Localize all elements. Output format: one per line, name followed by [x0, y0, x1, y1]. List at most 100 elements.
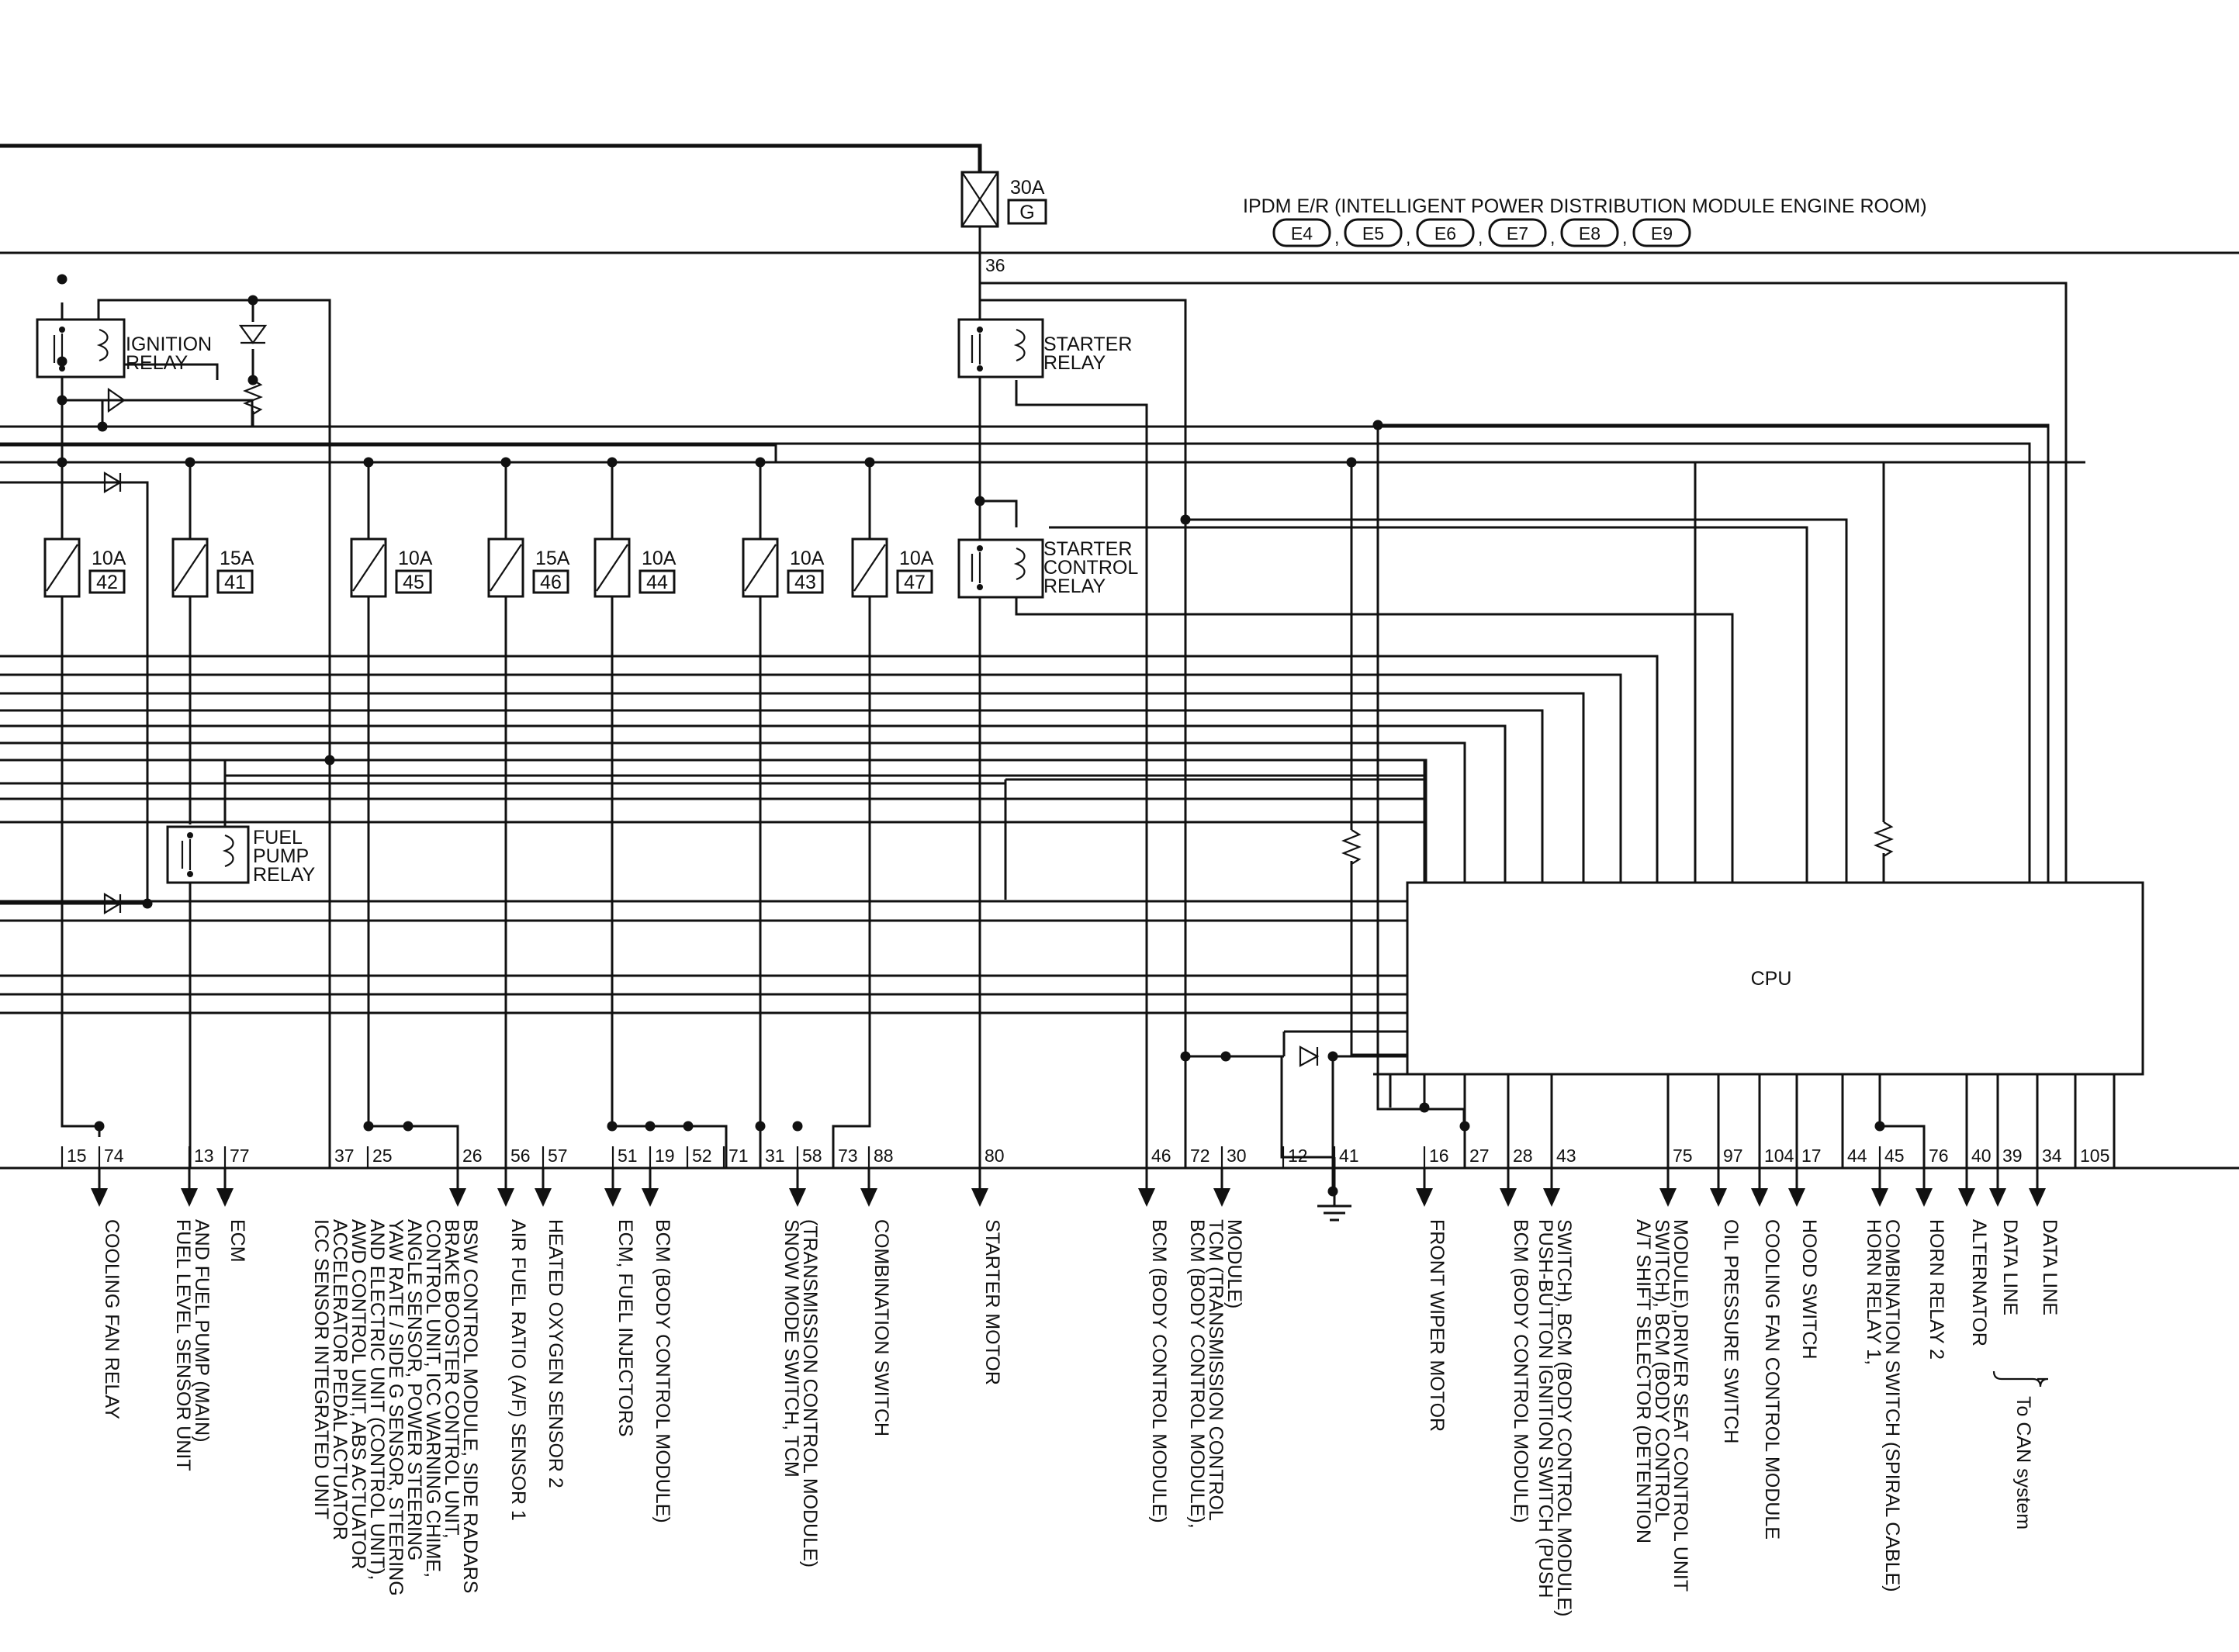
fuse-id: 44 [646, 572, 668, 593]
destination-label: HEATED OXYGEN SENSOR 2 [545, 1219, 566, 1488]
junction-dot [57, 274, 67, 285]
junction-dot [1874, 1121, 1885, 1132]
destination-label: HOOD SWITCH [1798, 1219, 1820, 1360]
pin-number: 75 [1673, 1146, 1693, 1166]
junction-dot [57, 395, 67, 406]
connector-separator: , [1334, 227, 1339, 247]
connector-pill: E5, [1344, 218, 1410, 247]
junction-dot [1327, 1051, 1338, 1062]
pin-number: 28 [1513, 1146, 1533, 1166]
junction-dot [185, 457, 196, 468]
pin-number: 17 [1801, 1146, 1822, 1166]
destination-label: ECM, FUEL INJECTORS [614, 1219, 636, 1437]
fuse-rating: 15A [220, 548, 254, 569]
destination-label: BCM (BODY CONTROL MODULE) [1148, 1219, 1170, 1523]
junction-dot [403, 1121, 414, 1132]
destination-label: STARTER MOTOR [981, 1219, 1003, 1385]
pin-number: 104 [1764, 1146, 1794, 1166]
destination-label: COMBINATION SWITCH [870, 1219, 892, 1436]
junction-dot [142, 898, 153, 909]
destination-labels: COOLING FAN RELAY FUEL LEVEL SENSOR UNITA… [91, 1168, 2061, 1617]
destination-label: BCM (BODY CONTROL MODULE) [652, 1219, 673, 1523]
connector-list: E4,E5,E6,E7,E8,E9 [1272, 218, 1691, 247]
can-system-note: To CAN system [1992, 1370, 2049, 1529]
junction-dot [645, 1121, 656, 1132]
can-system-label: To CAN system [2012, 1396, 2034, 1529]
destination: COMBINATION SWITCH [860, 1168, 892, 1436]
destination: HEATED OXYGEN SENSOR 2 [535, 1168, 566, 1488]
destination-label: FUEL LEVEL SENSOR UNITAND FUEL PUMP (MAI… [172, 1219, 213, 1471]
destination: ICC SENSOR INTEGRATED UNITACCELERATOR PE… [310, 1168, 481, 1596]
destination-label: HORN RELAY 1,COMBINATION SWITCH (SPIRAL … [1863, 1219, 1903, 1592]
pin-number: 52 [692, 1146, 712, 1166]
fuse-rating: 10A [398, 548, 433, 569]
junction-dot [607, 1121, 618, 1132]
destination: HORN RELAY 2 [1915, 1168, 1947, 1360]
pin-number: 41 [1339, 1146, 1359, 1166]
connector-pill: E6, [1416, 218, 1483, 247]
junction-dot [1220, 1051, 1231, 1062]
pin-number: 13 [194, 1146, 214, 1166]
junction-dot [755, 457, 766, 468]
pin-number: 34 [2042, 1146, 2062, 1166]
diode-cpu [1299, 1045, 1320, 1067]
junction-dot [1419, 1102, 1430, 1113]
destination: HOOD SWITCH [1788, 1168, 1820, 1360]
connector-id: E8 [1579, 223, 1601, 244]
pin-number: 40 [1971, 1146, 1992, 1166]
connector-pill: E7, [1488, 218, 1555, 247]
fuse-id: 41 [224, 572, 246, 593]
pin-number: 97 [1723, 1146, 1743, 1166]
junction-dot [792, 1121, 803, 1132]
junction-dot [864, 457, 875, 468]
junction-dot [1180, 1051, 1191, 1062]
junction-dot [94, 1121, 105, 1132]
pin-number: 27 [1469, 1146, 1490, 1166]
connector-id: E5 [1362, 223, 1384, 244]
cpu-box: CPU [1406, 881, 2144, 1076]
connector-separator: , [1406, 227, 1410, 247]
destination-label: BCM (BODY CONTROL MODULE) [1510, 1219, 1531, 1523]
junction-dot [1346, 457, 1357, 468]
ignition-relay [36, 318, 268, 914]
fuse-rating: 15A [535, 548, 570, 569]
pin-number: 71 [728, 1146, 749, 1166]
destination-label: DATA LINE [2039, 1219, 2061, 1315]
pin-number: 72 [1190, 1146, 1210, 1166]
destination: ECM, FUEL INJECTORS [604, 1168, 636, 1437]
resistor-2 [1874, 821, 1894, 857]
destination-label: PUSH-BUTTON IGNITION SWITCH (PUSHSWITCH)… [1535, 1219, 1575, 1617]
destination: BCM (BODY CONTROL MODULE) [1500, 1168, 1531, 1523]
pin-number: 105 [2080, 1146, 2109, 1166]
junction-dot [500, 457, 511, 468]
module-title: IPDM E/R (INTELLIGENT POWER DISTRIBUTION… [1243, 195, 1927, 217]
pin-number: 51 [618, 1146, 638, 1166]
destination: COOLING FAN CONTROL MODULE [1751, 1168, 1783, 1540]
destination-label: FRONT WIPER MOTOR [1426, 1219, 1448, 1432]
fuse-rating: 10A [790, 548, 825, 569]
destination: BCM (BODY CONTROL MODULE),TCM (TRANSMISS… [1186, 1168, 1245, 1529]
junction-dot [1372, 420, 1383, 430]
junction-dot [57, 457, 67, 468]
destination: COOLING FAN RELAY [91, 1168, 123, 1419]
starter-control-relay [957, 538, 1044, 599]
junction-dot [683, 1121, 694, 1132]
destination: A/T SHIFT SELECTOR (DETENTIONSWITCH), BC… [1632, 1168, 1691, 1592]
destination: PUSH-BUTTON IGNITION SWITCH (PUSHSWITCH)… [1535, 1168, 1575, 1617]
destination-label: COOLING FAN RELAY [101, 1219, 123, 1419]
fuel-pump-relay [166, 825, 250, 884]
destination-label: AIR FUEL RATIO (A/F) SENSOR 1 [507, 1219, 529, 1521]
fuse-id: 47 [904, 572, 926, 593]
destination: FRONT WIPER MOTOR [1416, 1168, 1448, 1432]
destination: BCM (BODY CONTROL MODULE) [1138, 1168, 1170, 1523]
destination: FUEL LEVEL SENSOR UNITAND FUEL PUMP (MAI… [172, 1168, 213, 1471]
pin-number: 80 [985, 1146, 1005, 1166]
fuse-id: 43 [794, 572, 816, 593]
